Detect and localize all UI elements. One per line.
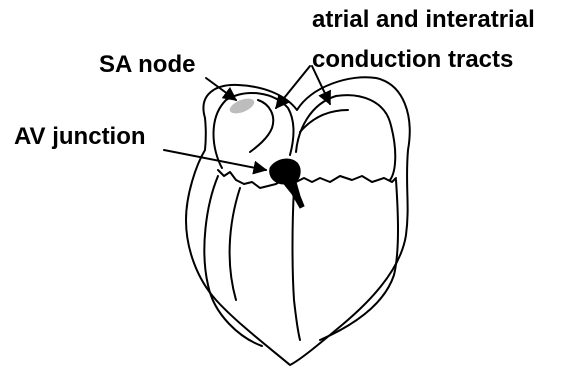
av-valve-line: [218, 170, 396, 188]
left-atrium-outline: [296, 95, 395, 180]
heart-outer-outline: [186, 77, 410, 365]
ventricle-inner-left-curve: [230, 188, 240, 300]
sa-node-label: SA node: [99, 53, 195, 77]
right-ventricle-inner: [204, 176, 262, 346]
septum-line: [293, 188, 301, 340]
conduction-tracts-label-line1: atrial and interatrial: [312, 8, 535, 32]
sa-node-arrow: [206, 78, 236, 100]
sa-node: [228, 96, 257, 117]
conduction-tracts-label-line2: conduction tracts: [312, 48, 513, 72]
av-junction-label: AV junction: [14, 125, 146, 149]
atrial-tract: [250, 100, 273, 152]
tract-arrow-1: [276, 66, 310, 108]
interatrial-tract: [300, 110, 348, 132]
left-ventricle-inner: [320, 180, 398, 340]
